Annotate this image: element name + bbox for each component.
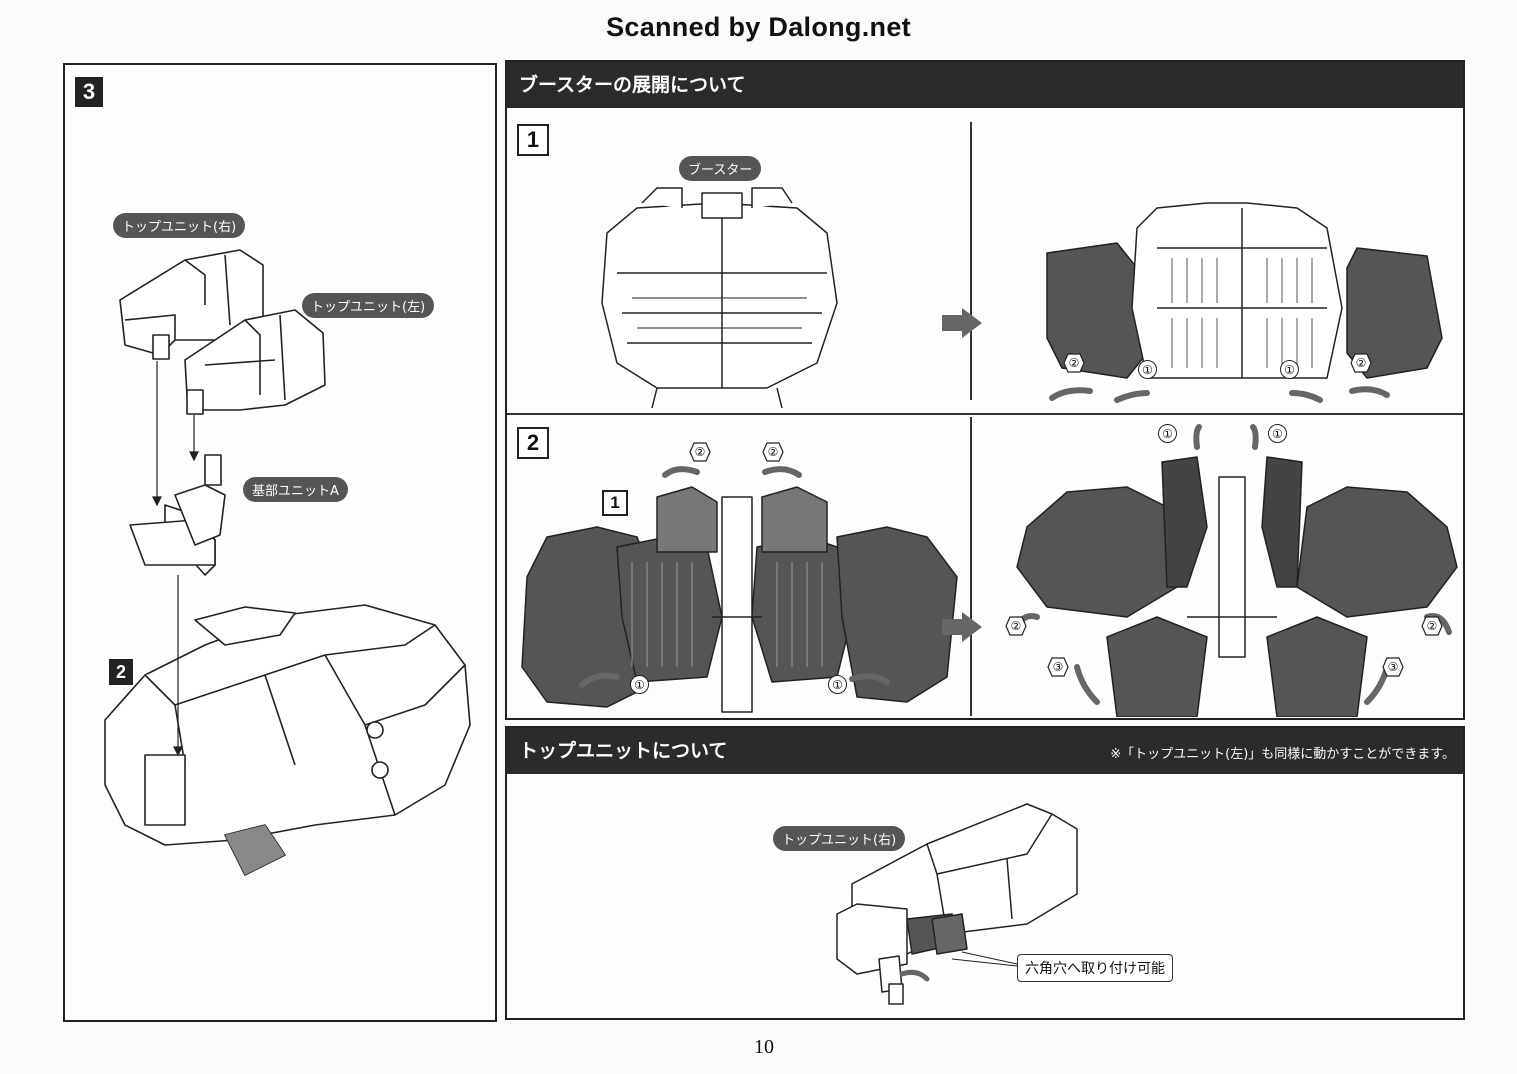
booster1-arrow-label-2: ① <box>1138 360 1157 379</box>
booster1-arrow-label-4: ② <box>1350 353 1372 373</box>
booster1-arrow-label-1: ② <box>1063 353 1085 373</box>
row-separator <box>507 413 1463 415</box>
booster2-right-label-2: ① <box>1268 424 1287 443</box>
label-base-unit-a: 基部ユニットA <box>243 477 348 502</box>
label-booster: ブースター <box>679 156 762 181</box>
booster-step1-diagram <box>601 187 1443 409</box>
booster2-left-label-2: ② <box>762 442 784 462</box>
page-number: 10 <box>754 1036 774 1058</box>
sub-step-2-badge: 2 <box>109 659 133 685</box>
top-unit-note: ※「トップユニット(左)」も同様に動かすことができます。 <box>1110 747 1455 762</box>
booster-step2-diagram <box>521 424 1458 717</box>
scanned-by-header: Scanned by Dalong.net <box>606 12 911 42</box>
assembly-diagram <box>104 249 471 876</box>
row1-divider <box>970 122 972 400</box>
step-3-badge: 3 <box>75 77 103 107</box>
booster2-right-label-4: ② <box>1421 616 1443 636</box>
booster-step-2-sub-badge: 1 <box>602 490 628 516</box>
booster-section-title: ブースターの展開について <box>507 62 1463 108</box>
booster2-left-label-3: ① <box>630 675 649 694</box>
row2-divider <box>970 417 972 716</box>
booster2-right-label-5: ③ <box>1047 657 1069 677</box>
top-unit-panel: トップユニットについて ※「トップユニット(左)」も同様に動かすことができます。… <box>505 726 1465 1020</box>
left-panel: 3 トップユニット(右) トップユニット(左) 基部ユニットA <box>63 63 497 1022</box>
top-unit-diagram <box>836 803 1078 1005</box>
label-top-unit-right: トップユニット(右) <box>113 213 246 238</box>
booster2-right-label-6: ③ <box>1382 657 1404 677</box>
booster2-left-label-4: ① <box>828 675 847 694</box>
booster2-right-label-3: ② <box>1005 616 1027 636</box>
top-unit-section-title: トップユニットについて <box>507 728 1463 774</box>
booster-step-1-badge: 1 <box>517 124 549 156</box>
label-top-unit-right-2: トップユニット(右) <box>773 826 906 851</box>
booster2-right-label-1: ① <box>1158 424 1177 443</box>
booster2-left-label-1: ② <box>689 442 711 462</box>
booster1-arrow-label-3: ① <box>1280 360 1299 379</box>
booster-step-2-badge: 2 <box>517 427 549 459</box>
label-top-unit-left: トップユニット(左) <box>302 293 435 318</box>
hex-hole-callout: 六角穴へ取り付け可能 <box>1017 954 1173 982</box>
booster-panel: ブースターの展開について 1 ブースター <box>505 60 1465 720</box>
